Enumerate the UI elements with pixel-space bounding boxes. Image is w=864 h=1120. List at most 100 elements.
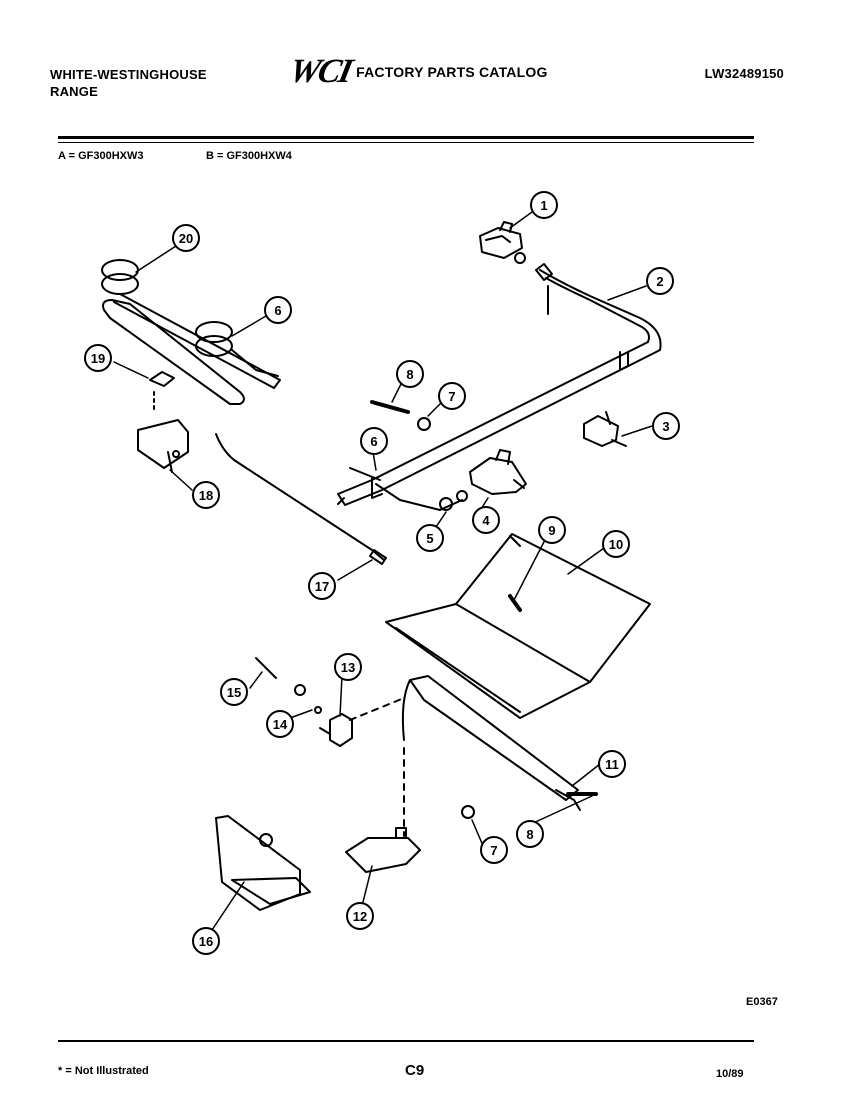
callout-13: 13 [334,653,362,681]
callout-circle [396,360,424,388]
callout-7: 7 [438,382,466,410]
callout-8: 8 [396,360,424,388]
callout-circle [480,836,508,864]
brand-block: WHITE-WESTINGHOUSE RANGE [50,66,207,100]
callout-circle [220,678,248,706]
part-4-valve-drawing [469,449,527,495]
part-15-panel-drawing [215,815,311,911]
callout-label: 18 [199,488,213,503]
callout-1: 1 [530,191,558,219]
callout-label: 15 [227,685,241,700]
callout-circle [172,224,200,252]
part-12-thermostat-drawing [345,827,421,873]
part-19-20-burners-drawing [101,259,281,405]
callout-label: 7 [448,389,455,404]
part-18-bracket-drawing [149,371,175,387]
callout-label: 13 [341,660,355,675]
product-type: RANGE [50,84,98,99]
part-10-baffle-drawing [385,533,651,719]
header-rule-thin [58,142,754,143]
part-16-thermocouple-drawing [215,433,387,565]
part-14-washer-drawing [294,684,306,696]
callout-label: 1 [540,198,547,213]
part-17-bracket-drawing [137,419,189,473]
callout-14: 14 [266,710,294,738]
diagram-code: E0367 [746,996,778,1008]
callout-circle [84,344,112,372]
callout-circle [646,267,674,295]
callout-circle [192,927,220,955]
callout-label: 4 [482,513,490,528]
callout-label: 19 [91,351,105,366]
callout-label: 20 [179,231,193,246]
callout-6: 6 [360,427,388,455]
callout-4: 4 [472,506,500,534]
callout-7: 7 [480,836,508,864]
callout-17: 17 [308,572,336,600]
catalog-title: FACTORY PARTS CATALOG [356,64,548,80]
callout-label: 10 [609,537,623,552]
catalog-header: WCI FACTORY PARTS CATALOG [286,53,548,90]
part-6-rod-drawing [349,467,381,481]
part-1-valve-drawing [479,221,526,264]
callout-9: 9 [538,516,566,544]
model-b-label: B = GF300HXW4 [206,150,292,162]
callout-label: 16 [199,934,213,949]
catalog-number: LW32489150 [704,66,784,81]
callout-11: 11 [598,750,626,778]
part-3-fitting-drawing [583,411,627,447]
callout-label: 12 [353,909,367,924]
page-number: C9 [405,1062,425,1079]
callout-circle [516,820,544,848]
part-8-pin-drawing [370,400,410,414]
callout-circle [530,191,558,219]
callout-circle [308,572,336,600]
callout-16: 16 [192,927,220,955]
part-13-safety-valve-drawing [319,713,353,747]
callout-10: 10 [602,530,630,558]
callout-label: 6 [370,434,377,449]
callout-label: 6 [274,303,281,318]
callout-circle [602,530,630,558]
callout-18: 18 [192,481,220,509]
callout-circle [266,710,294,738]
callout-circle [360,427,388,455]
header-rule [58,136,754,139]
callout-5: 5 [416,524,444,552]
part-5-orifice-drawing [375,483,468,511]
callout-2: 2 [646,267,674,295]
callout-19: 19 [84,344,112,372]
model-a-label: A = GF300HXW3 [58,150,144,162]
part-7b-nut-drawing [461,805,475,819]
callout-label: 3 [662,419,669,434]
catalog-date: 10/89 [716,1068,744,1080]
brand-name: WHITE-WESTINGHOUSE [50,67,207,82]
callout-circle [416,524,444,552]
callout-circle [438,382,466,410]
part-6b-rod-drawing [255,657,277,679]
footer-rule [58,1040,754,1042]
callout-6: 6 [264,296,292,324]
callout-12: 12 [346,902,374,930]
callout-15: 15 [220,678,248,706]
callout-label: 17 [315,579,329,594]
callout-circle [346,902,374,930]
callout-circle [334,653,362,681]
callout-circle [538,516,566,544]
callout-circle [264,296,292,324]
callout-circle [598,750,626,778]
callout-label: 2 [656,274,663,289]
callout-label: 11 [605,757,619,772]
not-illustrated-note: * = Not Illustrated [58,1065,149,1077]
callout-label: 8 [526,827,533,842]
part-7-nut-drawing [417,417,431,431]
callout-circle [472,506,500,534]
callout-3: 3 [652,412,680,440]
callout-circle [652,412,680,440]
part-11-burner-tube-drawing [401,675,581,811]
part-2-manifold-drawing [337,263,662,506]
callout-label: 9 [548,523,555,538]
callout-label: 7 [490,843,497,858]
callout-label: 14 [273,717,288,732]
